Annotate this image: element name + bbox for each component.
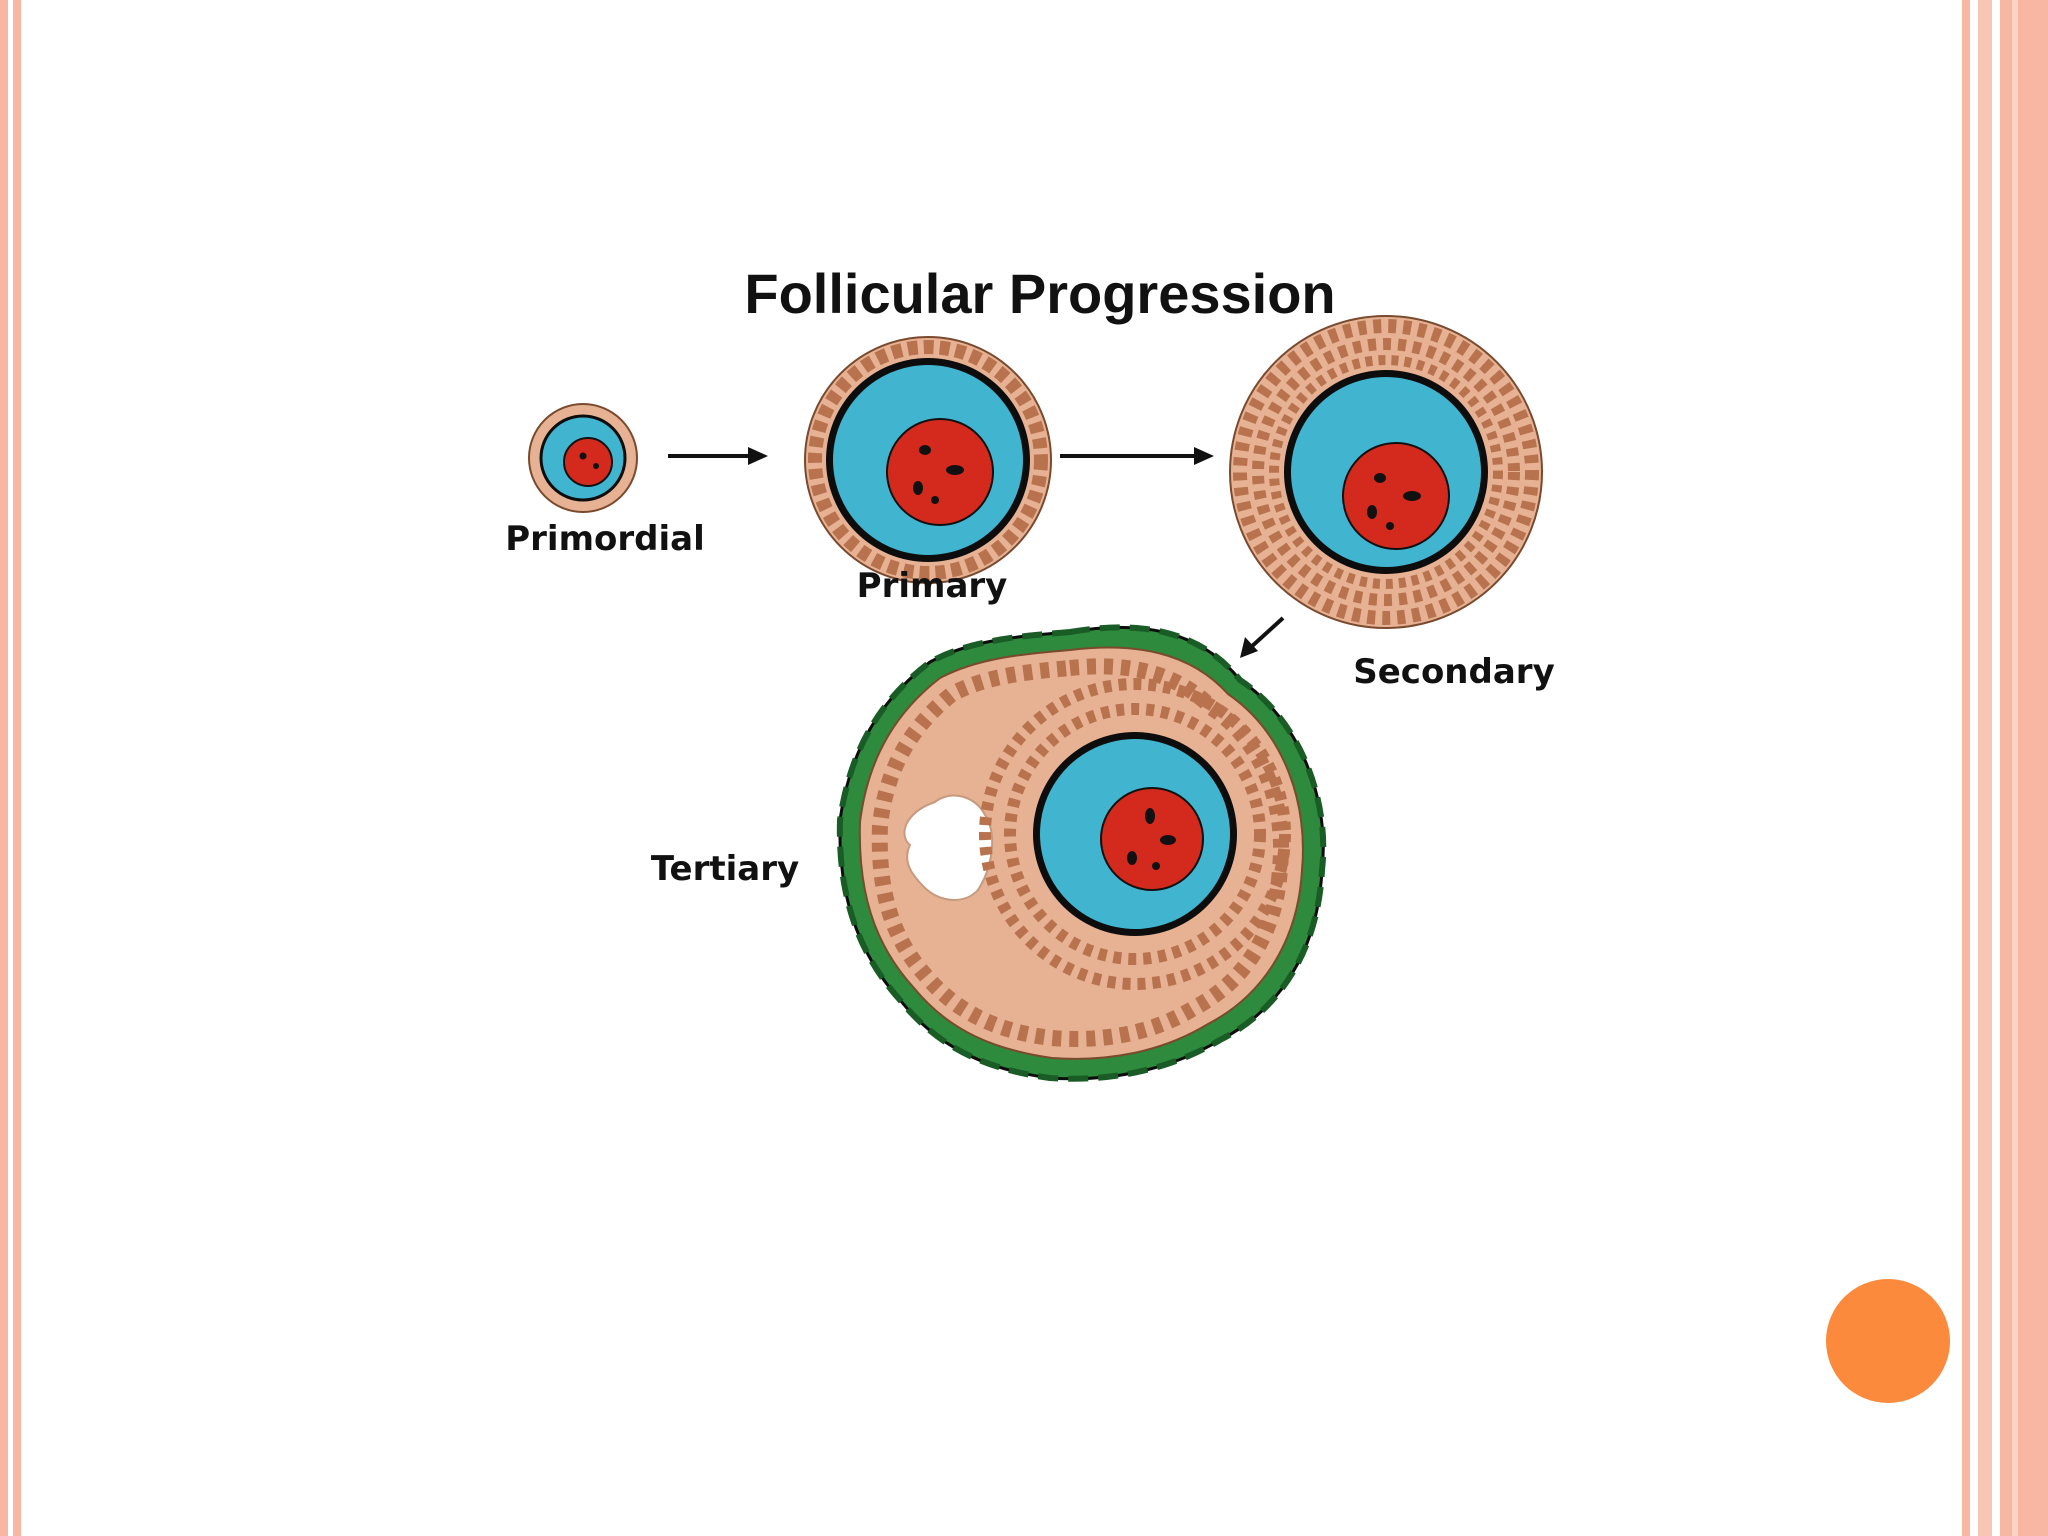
right-border-band — [1978, 0, 1992, 1536]
secondary-nucleus — [1342, 442, 1450, 550]
arrow-primary-to-secondary — [1060, 447, 1214, 465]
right-border-outer — [2000, 0, 2048, 1536]
primary-chromatin-2 — [946, 465, 964, 475]
secondary-granulosa-ring-2 — [1252, 338, 1520, 606]
stage-label-primordial: Primordial — [505, 519, 704, 559]
secondary-granulosa-ring-3 — [1269, 355, 1503, 589]
primordial-nucleus — [563, 437, 613, 487]
secondary-chromatin-2 — [1403, 491, 1421, 501]
secondary-chromatin-4 — [1386, 522, 1394, 530]
primordial-nucleolus-2 — [593, 463, 599, 469]
secondary-follicle — [1229, 315, 1543, 629]
primary-nucleus — [886, 418, 994, 526]
tertiary-chromatin-1 — [1145, 808, 1155, 824]
primary-chromatin-3 — [913, 481, 923, 495]
secondary-granulosa-ring-1 — [1233, 319, 1539, 625]
diagram-title: Follicular Progression — [744, 262, 1335, 325]
primary-granulosa-cells — [808, 340, 1048, 580]
left-border-outer — [0, 0, 8, 1536]
tertiary-chromatin-3 — [1127, 851, 1137, 865]
stage-label-secondary: Secondary — [1353, 652, 1554, 692]
tertiary-chromatin-2 — [1160, 835, 1176, 845]
secondary-chromatin-1 — [1374, 473, 1386, 483]
tertiary-antrum — [903, 794, 994, 901]
stage-label-tertiary: Tertiary — [651, 849, 799, 889]
right-border-outer-light — [2012, 0, 2018, 1536]
stage-label-primary: Primary — [857, 566, 1008, 606]
primordial-nucleolus-1 — [579, 452, 587, 460]
right-border-thin — [1962, 0, 1970, 1536]
secondary-chromatin-3 — [1367, 505, 1377, 519]
primordial-follicle — [528, 403, 638, 513]
tertiary-follicle — [836, 624, 1327, 1082]
primary-chromatin-1 — [919, 445, 931, 455]
arrow-primordial-to-primary — [668, 447, 768, 465]
primary-chromatin-4 — [931, 496, 939, 504]
primary-follicle — [804, 336, 1052, 584]
tertiary-corona-ring-1 — [979, 678, 1291, 990]
tertiary-corona-ring-2 — [1004, 703, 1266, 965]
orange-decoration-dot — [1826, 1279, 1950, 1403]
arrow-secondary-to-tertiary — [1240, 616, 1285, 658]
tertiary-theca-cells — [836, 624, 1327, 1082]
tertiary-chromatin-4 — [1152, 862, 1160, 870]
left-border-inner — [13, 0, 21, 1536]
tertiary-nucleus — [1100, 787, 1204, 891]
